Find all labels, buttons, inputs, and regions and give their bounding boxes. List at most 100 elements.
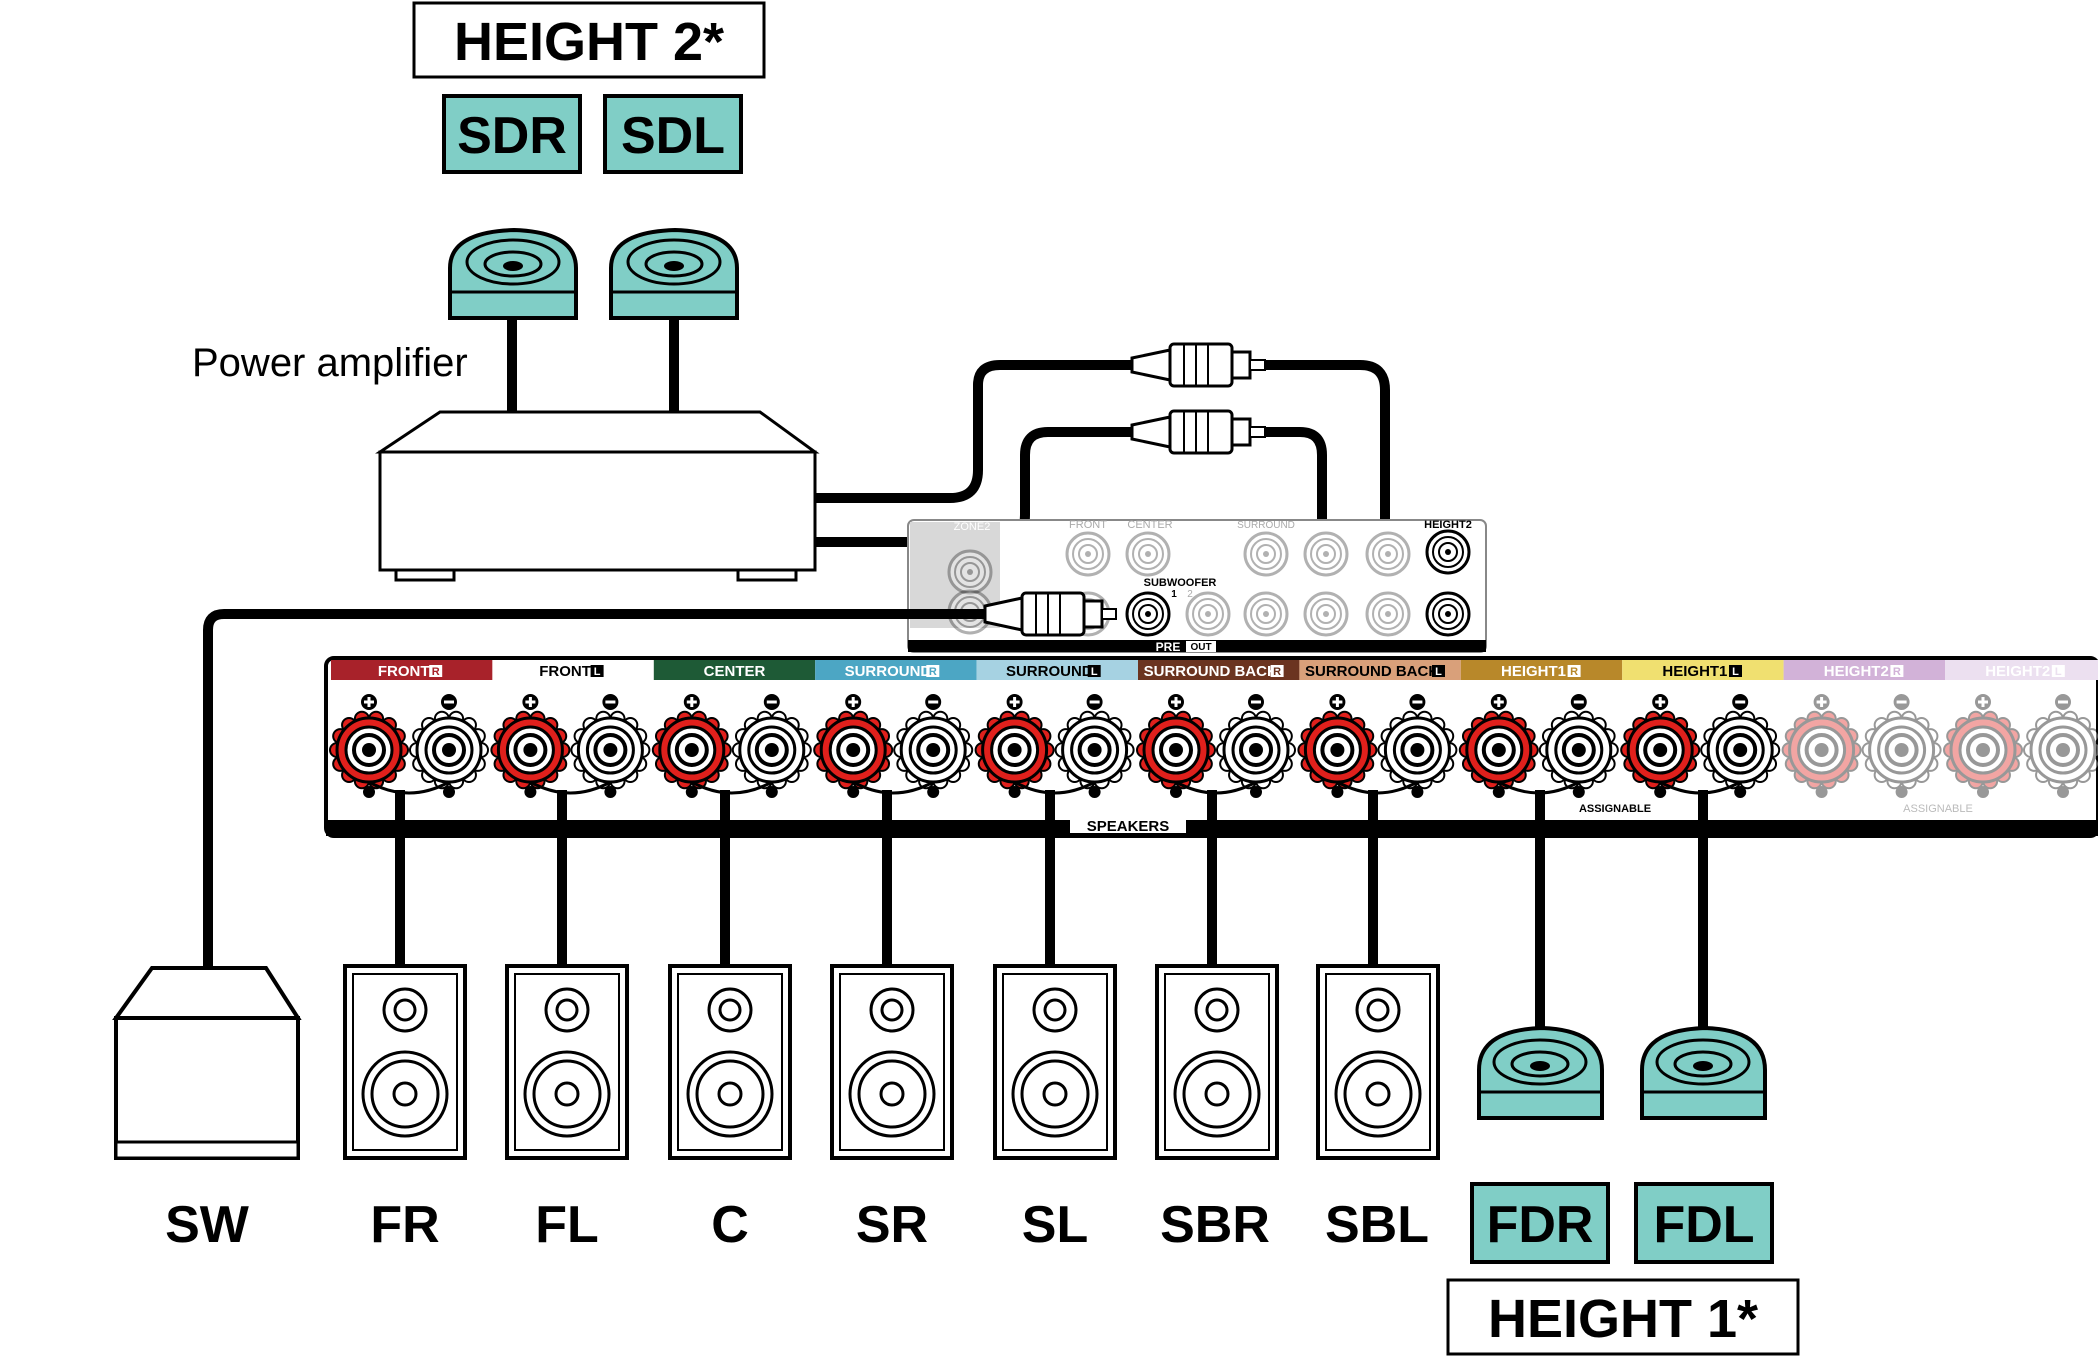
terminal-pair-11: HEIGHT2 L (1945, 660, 2098, 680)
terminal-band-label: FRONT (539, 663, 591, 680)
subwoofer-jack[interactable] (1125, 591, 1171, 637)
preout-jack[interactable] (1185, 591, 1231, 637)
height1-title-box (1446, 1278, 1800, 1356)
terminal-band-label: SURROUND (845, 663, 932, 680)
preout-out-label: OUT (1190, 642, 1211, 653)
tower-speaker-icon (993, 964, 1117, 1160)
subwoofer-cable (203, 609, 985, 968)
power-amplifier-label: Power amplifier (192, 341, 468, 385)
positive-terminal[interactable] (1943, 694, 2023, 798)
height2-jack-l[interactable] (1425, 591, 1471, 637)
subwoofer-icon (112, 966, 302, 1160)
terminal-band-side: R (929, 666, 937, 678)
tower-speaker-icon (343, 964, 467, 1160)
terminal-band-side: L (594, 666, 601, 678)
preout-center-label: CENTER (1127, 519, 1172, 531)
positive-terminal[interactable] (329, 694, 409, 798)
tower-speaker-icon (505, 964, 629, 1160)
negative-terminal[interactable] (893, 694, 974, 798)
preout-zone2: ZONE2 (954, 521, 991, 533)
power-amplifier-icon (375, 410, 820, 582)
positive-terminal[interactable] (1620, 694, 1701, 798)
negative-terminal[interactable] (570, 694, 651, 798)
preout-jack[interactable] (1303, 531, 1349, 577)
terminal-band-side: L (2055, 666, 2062, 678)
negative-terminal[interactable] (1538, 694, 1619, 798)
preout-jack[interactable] (1243, 591, 1289, 637)
positive-terminal[interactable] (1297, 694, 1378, 798)
preout-jack[interactable] (1365, 531, 1411, 577)
negative-terminal[interactable] (1054, 694, 1135, 798)
rca-cable-1 (815, 360, 1132, 503)
preout-jack[interactable] (1065, 531, 1111, 577)
positive-terminal[interactable] (1781, 694, 1862, 798)
speakers-label: SPEAKERS (1087, 818, 1170, 835)
terminal-band-label: CENTER (704, 663, 766, 680)
preout-subwoofer-label: SUBWOOFER (1144, 577, 1217, 589)
terminal-band (1299, 660, 1461, 680)
positive-terminal[interactable] (1458, 694, 1539, 798)
terminal-band-side: R (1570, 666, 1578, 678)
assignable-label-1: ASSIGNABLE (1579, 803, 1651, 815)
sdr-speaker-icon (448, 227, 578, 320)
terminal-band (492, 660, 654, 680)
terminal-band-label: SURROUND BACK (1144, 663, 1278, 680)
terminal-band-label: HEIGHT2 (1985, 663, 2050, 680)
positive-terminal[interactable] (974, 694, 1055, 798)
terminal-band-side: R (1273, 666, 1281, 678)
preout-jack[interactable] (1125, 531, 1171, 577)
terminal-band (1783, 660, 1945, 680)
terminal-pair-3: CENTER (653, 660, 816, 680)
speaker-label-sbr: SBR (1160, 1196, 1270, 1254)
preout-sub-2: 2 (1187, 589, 1193, 600)
preout-jack[interactable] (1243, 531, 1289, 577)
terminal-band-label: HEIGHT2 (1824, 663, 1889, 680)
negative-terminal[interactable] (1216, 694, 1296, 798)
negative-terminal[interactable] (1377, 694, 1458, 798)
negative-terminal[interactable] (1700, 694, 1781, 798)
preout-panel: ZONE2 FRONT CENTER SURROUND HEIGHT2 SUBW… (907, 519, 1487, 654)
negative-terminal[interactable] (731, 694, 812, 798)
preout-jack[interactable] (1303, 591, 1349, 637)
preout-surround-label: SURROUND (1237, 520, 1295, 531)
terminal-band-label: SURROUND BACK (1305, 663, 1439, 680)
positive-terminal[interactable] (813, 694, 894, 798)
terminal-band-side: R (432, 666, 440, 678)
preout-jack[interactable] (1365, 591, 1411, 637)
fdl-speaker-icon (1640, 1025, 1767, 1120)
fdl-badge-box (1634, 1182, 1774, 1264)
terminal-pair-8: HEIGHT1 R (1460, 660, 1623, 680)
speaker-cables (395, 790, 1708, 1028)
negative-terminal[interactable] (1861, 694, 1942, 798)
terminal-band-label: HEIGHT1 (1662, 663, 1727, 680)
height2-title: HEIGHT 2* (454, 12, 724, 72)
positive-terminal[interactable] (651, 694, 732, 798)
rca-plug-icon (983, 591, 1117, 637)
preout-jack[interactable] (947, 549, 993, 595)
negative-terminal[interactable] (409, 694, 489, 798)
speaker-label-sr: SR (856, 1196, 928, 1254)
terminal-band-label: FRONT (378, 663, 430, 680)
preout-front-label: FRONT (1069, 519, 1107, 531)
terminal-band-side: L (1091, 666, 1098, 678)
sdr-badge-box (442, 94, 582, 174)
tower-speaker-icon (1316, 964, 1440, 1160)
height2-title-box (412, 1, 766, 79)
preout-sub-1: 1 (1171, 589, 1177, 600)
sdl-badge-box (603, 94, 743, 174)
terminal-band-label: HEIGHT1 (1501, 663, 1566, 680)
sdr-badge: SDR (457, 107, 567, 165)
positive-terminal[interactable] (490, 694, 571, 798)
height2-jack-r[interactable] (1425, 529, 1471, 575)
terminal-band (653, 660, 816, 680)
negative-terminal[interactable] (2023, 694, 2098, 798)
tower-speaker-icon (668, 964, 792, 1160)
